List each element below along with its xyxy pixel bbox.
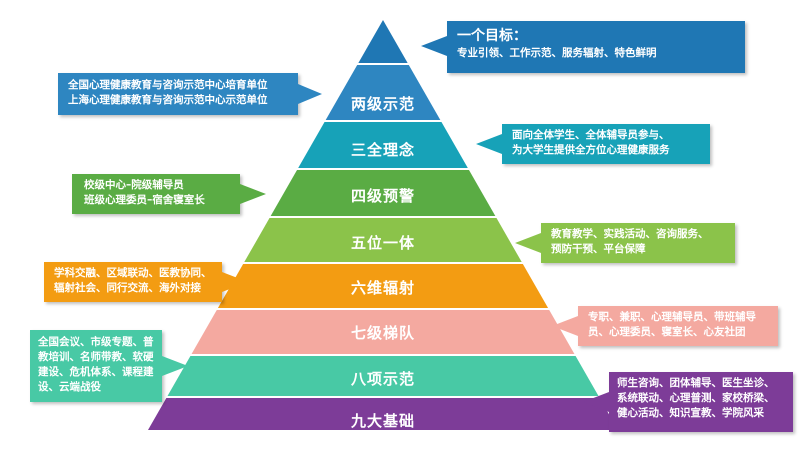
callout-nine: 师生咨询、团体辅导、医生坐诊、 系统联动、心理普测、家校桥梁、 健心活动、知识宣…	[609, 372, 793, 432]
callout-three-pointer	[476, 134, 502, 154]
callout-eight-line-2: 教培训、名师带教、软硬	[38, 351, 154, 363]
pyramid-band-three	[298, 122, 468, 168]
callout-two-line-1: 全国心理健康教育与咨询示范中心培育单位	[68, 79, 268, 91]
callout-six: 学科交融、区域联动、医教协同、 辐射社会、同行交流、海外对接	[44, 262, 222, 302]
callout-six-line-2: 辐射社会、同行交流、海外对接	[54, 282, 201, 294]
callout-nine-line-2: 系统联动、心理普测、家校桥梁、	[617, 392, 775, 404]
callout-eight-pointer	[162, 356, 188, 376]
pyramid-band-apex	[358, 20, 408, 63]
level-label-seven: 七级梯队	[350, 324, 415, 342]
pyramid-band-five	[244, 218, 522, 262]
callout-four-line-1: 校级中心–院级辅导员	[84, 179, 184, 191]
callout-six-line-1: 学科交融、区域联动、医教协同、	[54, 267, 212, 279]
callout-nine-pointer	[583, 392, 609, 412]
level-label-five: 五位一体	[350, 234, 415, 252]
callout-eight-line-1: 全国会议、市级专题、普	[38, 336, 154, 348]
callout-two-line-2: 上海心理健康教育与咨询示范中心示范单位	[68, 94, 268, 106]
callout-four-pointer	[240, 184, 266, 204]
pyramid-band-nine	[148, 398, 618, 430]
callout-six-pointer	[222, 272, 248, 292]
callout-five-line-2: 预防干预、平台保障	[551, 243, 646, 255]
callout-goal-text: 专业引领、工作示范、服务辐射、特色鲜明	[457, 47, 657, 59]
level-label-four: 四级预警	[350, 187, 415, 205]
callout-nine-line-3: 健心活动、知识宣教、学院风采	[617, 407, 764, 419]
callout-seven-line-1: 专职、兼职、心理辅导员、带班辅导	[588, 311, 756, 323]
callout-nine-line-1: 师生咨询、团体辅导、医生坐诊、	[617, 377, 775, 389]
callout-three-line-1: 面向全体学生、全体辅导员参与、	[512, 129, 670, 141]
callout-goal-pointer	[421, 36, 447, 56]
callout-three: 面向全体学生、全体辅导员参与、 为大学生提供全方位心理健康服务	[502, 124, 710, 164]
level-label-six: 六维辐射	[350, 279, 415, 297]
callout-three-line-2: 为大学生提供全方位心理健康服务	[512, 144, 670, 156]
level-label-nine: 九大基础	[350, 412, 415, 430]
callout-goal-title: 一个目标：	[457, 28, 527, 44]
callout-five-pointer	[515, 233, 541, 253]
callout-seven-line-2: 员、心理委员、寝室长、心友社团	[588, 326, 746, 338]
callout-five-line-1: 教育教学、实践活动、咨询服务、	[551, 228, 709, 240]
pyramid-band-two	[325, 65, 441, 120]
pyramid-band-eight	[167, 356, 599, 396]
level-label-three: 三全理念	[350, 141, 415, 159]
callout-seven-pointer	[552, 316, 578, 336]
callout-eight: 全国会议、市级专题、普 教培训、名师带教、软硬 建设、危机体系、课程建 设、云端…	[30, 330, 162, 402]
level-label-eight: 八项示范	[350, 370, 415, 388]
callout-two: 全国心理健康教育与咨询示范中心培育单位 上海心理健康教育与咨询示范中心示范单位	[58, 73, 298, 115]
pyramid-band-four	[270, 170, 496, 216]
callout-five: 教育教学、实践活动、咨询服务、 预防干预、平台保障	[541, 223, 735, 263]
callout-seven: 专职、兼职、心理辅导员、带班辅导 员、心理委员、寝室长、心友社团	[578, 306, 778, 346]
callout-four-line-2: 班级心理委员–宿舍寝室长	[84, 194, 205, 206]
pyramid-band-six	[217, 264, 549, 308]
callout-four: 校级中心–院级辅导员 班级心理委员–宿舍寝室长	[72, 174, 240, 214]
callout-two-pointer	[298, 84, 322, 104]
callout-goal: 一个目标： 专业引领、工作示范、服务辐射、特色鲜明	[447, 21, 745, 73]
pyramid-band-seven	[191, 310, 575, 354]
callout-eight-line-4: 设、云端战役	[38, 381, 101, 393]
level-label-two: 两级示范	[350, 95, 415, 113]
callout-eight-line-3: 建设、危机体系、课程建	[38, 366, 154, 378]
